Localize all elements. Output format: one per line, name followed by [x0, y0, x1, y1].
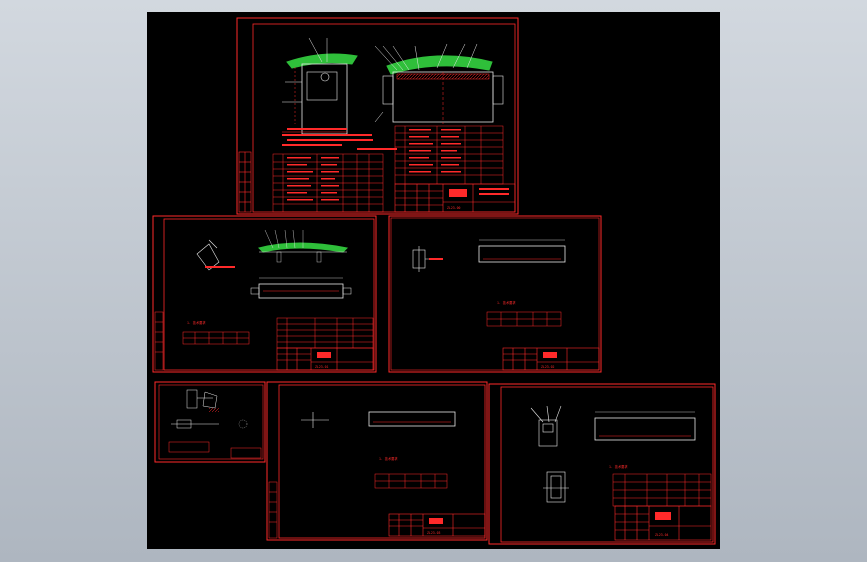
profile-view-b — [258, 229, 349, 263]
drawing-code-f: ZL23-04 — [655, 533, 669, 537]
front-view-a — [374, 43, 504, 124]
drawing-canvas[interactable]: ZL23-00 — [147, 12, 720, 549]
revision-strip-e — [268, 481, 278, 539]
plan-view-c — [478, 239, 566, 263]
drawing-code-b: ZL23-01 — [315, 365, 329, 369]
parts-list-f — [612, 473, 712, 507]
end-view-f — [530, 405, 562, 447]
sheet-d[interactable] — [154, 381, 266, 463]
plan-view-b — [250, 277, 352, 299]
parts-list-a-right — [394, 125, 504, 185]
sheet-e[interactable]: 1. 技术要求 ZL23-03 — [266, 381, 488, 541]
drawing-code-a: ZL23-00 — [447, 206, 461, 210]
end-view-e — [301, 412, 329, 428]
side-view-a — [282, 37, 358, 135]
revision-strip-a — [238, 151, 252, 213]
sheet-f[interactable]: 1. 技术要求 ZL23-04 — [488, 383, 716, 545]
drawing-code-c: ZL23-02 — [541, 365, 555, 369]
parts-list-a-right-text — [409, 129, 461, 173]
plan-view-f — [594, 411, 696, 441]
title-block-a — [394, 183, 516, 213]
title-block-c — [502, 347, 600, 371]
title-block-e — [388, 513, 486, 537]
sheet-a[interactable]: ZL23-00 — [236, 17, 519, 215]
small-table-e — [374, 473, 448, 489]
sheet-c[interactable]: 1. 技术要求 ZL23-02 — [388, 215, 602, 373]
parts-list-a-left — [272, 153, 384, 213]
small-table-b — [182, 331, 250, 345]
tech-note-e: 1. 技术要求 — [379, 456, 398, 461]
tech-note-b: 1. 技术要求 — [187, 320, 206, 325]
tech-note-c: 1. 技术要求 — [497, 300, 516, 305]
small-table-c — [486, 311, 562, 327]
detail-sketch-b — [196, 239, 220, 271]
plan-view-e — [368, 411, 456, 427]
tech-notes-a — [282, 128, 397, 150]
detail-views-d — [171, 389, 219, 429]
title-name-a — [449, 189, 467, 197]
cad-drawing: ZL23-00 — [152, 17, 716, 545]
title-block-f — [614, 505, 712, 541]
parts-list-b — [276, 317, 374, 349]
section-view-f — [543, 471, 569, 503]
revision-strip-b — [154, 311, 164, 371]
title-block-b — [276, 347, 374, 371]
parts-list-a-left-text — [287, 157, 339, 201]
drawing-code-e: ZL23-03 — [427, 531, 441, 535]
tech-note-f: 1. 技术要求 — [609, 464, 628, 469]
sheet-b[interactable]: 1. 技术要求 ZL23-01 — [152, 215, 377, 373]
